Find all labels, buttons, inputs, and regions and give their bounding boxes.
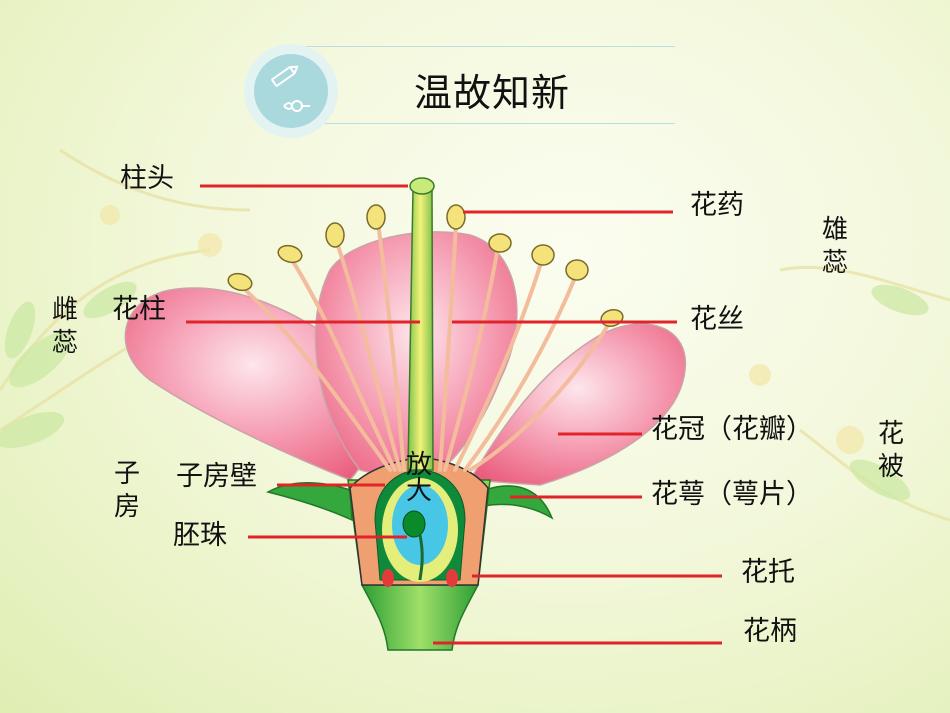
group-label-char: 放 xyxy=(405,450,432,480)
filament xyxy=(334,238,402,472)
group-label-char: 雄 xyxy=(821,215,848,245)
label-pedicel: 花柄 xyxy=(743,616,797,647)
label-calyx: 花萼（萼片） xyxy=(651,479,813,510)
filament xyxy=(238,283,392,472)
page-title: 温故知新 xyxy=(414,71,571,115)
label-style: 花柱 xyxy=(112,294,166,325)
anther xyxy=(277,244,303,264)
petal-right xyxy=(468,323,687,486)
anthers xyxy=(227,204,624,327)
stigma-shape xyxy=(409,177,435,195)
filament xyxy=(463,273,578,472)
title-badge-inner xyxy=(254,54,328,128)
anther xyxy=(227,272,253,292)
group-label-perianth: 花 被 xyxy=(876,418,906,483)
filament xyxy=(468,320,612,472)
ovary-red-mark-right xyxy=(446,569,458,587)
anther xyxy=(531,244,555,266)
title-badge xyxy=(244,44,338,138)
anther xyxy=(565,259,589,281)
group-label-ovary: 子 房 xyxy=(112,458,142,523)
label-stigma: 柱头 xyxy=(120,163,174,194)
title-bottom-rule xyxy=(290,123,675,124)
sepal-right xyxy=(483,485,554,520)
group-label-char: 房 xyxy=(113,491,140,522)
sepal-left xyxy=(265,482,353,522)
group-label-magnify: 放 大 xyxy=(404,452,434,504)
group-label-pistil: 雌 蕊 xyxy=(50,294,80,359)
group-label-char: 大 xyxy=(405,476,432,506)
group-label-char: 被 xyxy=(877,451,904,482)
label-ovule: 胚珠 xyxy=(173,520,227,551)
filaments xyxy=(238,220,612,472)
ovule-shape xyxy=(402,510,426,538)
group-label-char: 雌 xyxy=(51,295,78,325)
group-label-char: 蕊 xyxy=(821,247,848,278)
anther xyxy=(325,222,345,248)
style-shape xyxy=(407,189,434,471)
filament xyxy=(376,220,406,472)
filament xyxy=(290,258,397,472)
filament xyxy=(443,245,500,472)
title-badge-icons xyxy=(271,65,310,112)
group-label-char: 蕊 xyxy=(51,327,78,358)
filament xyxy=(438,220,458,472)
pedicel-shape xyxy=(360,584,480,651)
anther xyxy=(488,233,512,253)
label-corolla: 花冠（花瓣） xyxy=(651,414,813,445)
leader-lines xyxy=(186,184,722,645)
anther xyxy=(366,204,386,230)
anther xyxy=(446,204,466,230)
group-label-char: 子 xyxy=(113,459,140,489)
label-filament: 花丝 xyxy=(690,304,744,335)
anther xyxy=(600,309,624,327)
label-anther: 花药 xyxy=(690,190,744,221)
label-ovary-wall: 子房壁 xyxy=(176,461,257,492)
pen-nib-icon xyxy=(283,100,310,112)
filament xyxy=(453,258,544,472)
ovary-red-mark-left xyxy=(382,569,394,587)
group-label-stamen: 雄 蕊 xyxy=(820,214,850,279)
title-top-rule xyxy=(290,46,675,47)
group-label-char: 花 xyxy=(877,419,904,449)
label-receptacle: 花托 xyxy=(741,557,795,588)
pencil-icon xyxy=(271,65,299,87)
ovule-stalk xyxy=(418,534,424,581)
